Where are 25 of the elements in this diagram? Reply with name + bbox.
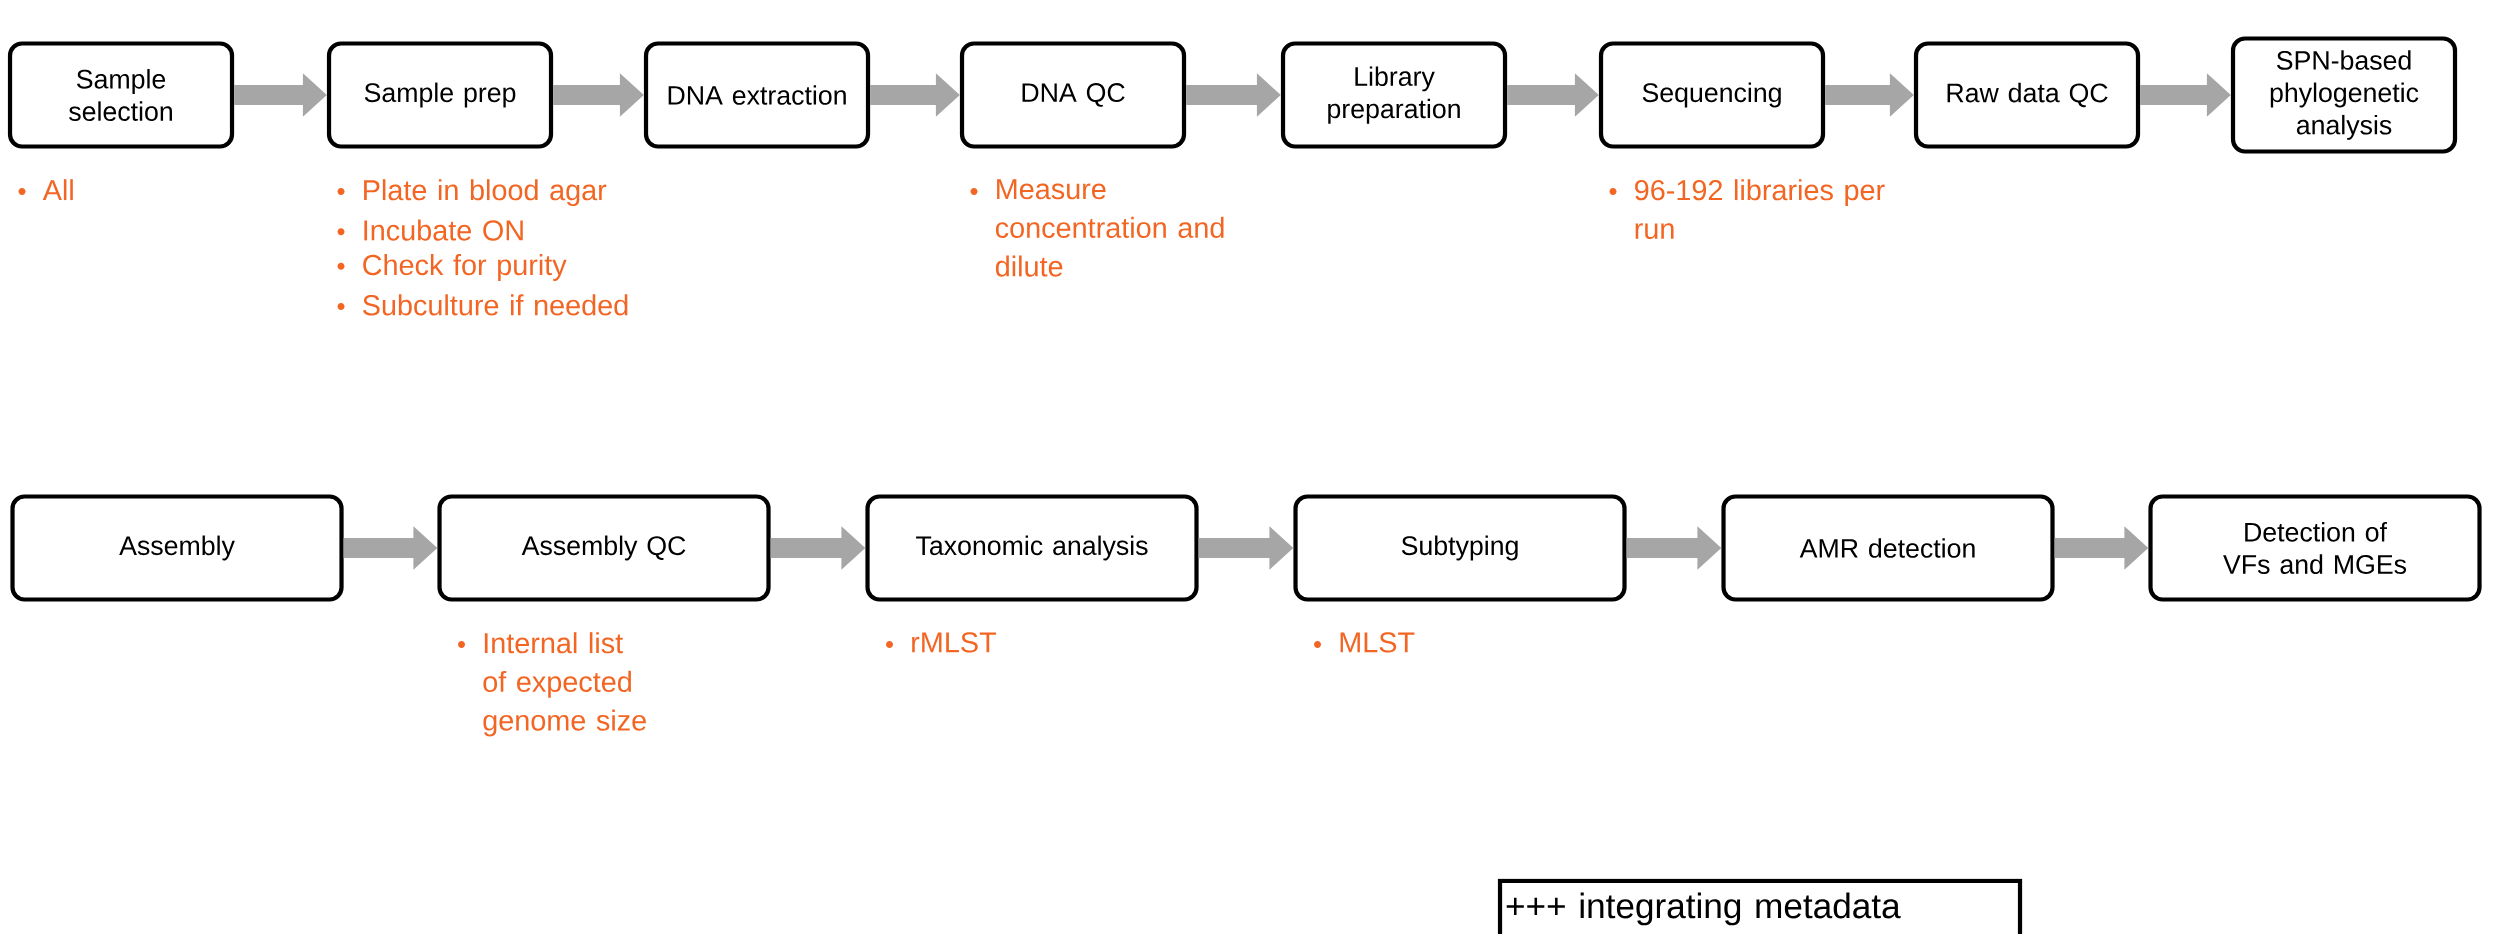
bullet-text: Incubate ON <box>364 219 523 241</box>
bullet-text: MLST <box>1340 632 1415 653</box>
process-box: Assembly QC <box>437 494 771 602</box>
process-box: Sequencing <box>1598 41 1826 149</box>
process-box: Detection of VFs and MGEs <box>2148 494 2482 602</box>
process-box: Taxonomic analysis <box>865 494 1199 602</box>
process-box: Assembly <box>10 494 344 602</box>
process-box: Raw data QC <box>1913 41 2141 149</box>
bullet-text: Check for purity <box>363 254 567 281</box>
process-box: Sample selection <box>7 41 235 149</box>
note-box: +++ integrating metadata <box>1497 878 2023 934</box>
bullet-text: Measure concentration and dilute <box>995 179 1224 277</box>
bullet-text: Subculture if needed <box>363 294 628 316</box>
process-box: SPN-based phylogenetic analysis <box>2230 36 2458 154</box>
bullet-text: 96-192 libraries per run <box>1635 179 1885 239</box>
bullet-text: Plate in blood agar <box>364 179 607 207</box>
bullet-text: Internal list of expected genome size <box>483 632 646 737</box>
bullet-text: All <box>42 179 73 201</box>
process-box: DNA extraction <box>643 41 871 149</box>
bullet-text: rMLST <box>912 632 996 653</box>
process-box: Subtyping <box>1293 494 1627 602</box>
process-box: Sample prep <box>326 41 554 149</box>
process-box: Library preparation <box>1280 41 1508 149</box>
process-box: AMR detection <box>1721 494 2055 602</box>
process-box: DNA QC <box>959 41 1187 149</box>
